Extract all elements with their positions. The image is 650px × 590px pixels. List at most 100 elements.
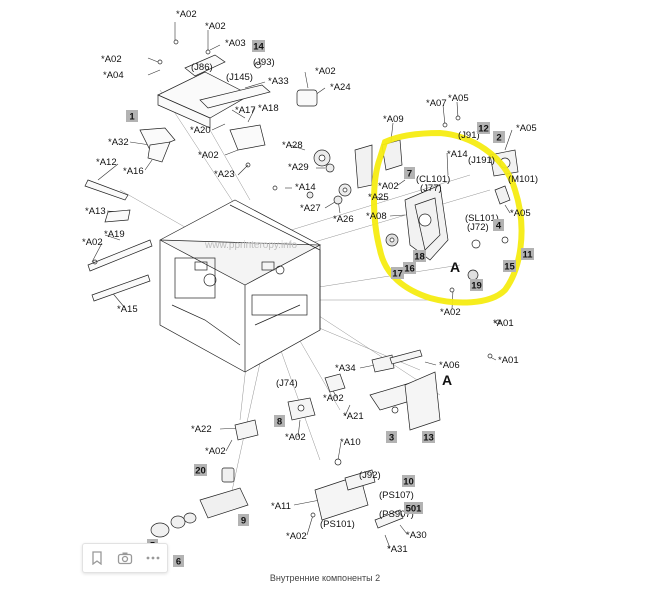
highlight-circle — [371, 129, 525, 306]
part-label-a28: *A28 — [282, 140, 303, 151]
callout-number-c20: 20 — [195, 466, 206, 477]
part-label-a02_9: *A02 — [323, 393, 344, 404]
part-label-a05_2: *A05 — [516, 123, 537, 134]
part-label-a02_12: *A02 — [286, 531, 307, 542]
part-label-a26: *A26 — [333, 214, 354, 225]
callout-number-c1: 1 — [129, 112, 135, 123]
part-label-a09: *A09 — [383, 114, 404, 125]
part-label-a06: *A06 — [439, 360, 460, 371]
part-label-bigA1: A — [450, 259, 460, 275]
part-label-a05_3: *A05 — [510, 208, 531, 219]
callout-box-c18 — [413, 250, 426, 262]
bookmark-icon[interactable] — [88, 549, 106, 567]
part-label-ps107: (PS107) — [379, 490, 414, 501]
callout-c10: 10 — [402, 475, 415, 488]
callout-number-c13: 13 — [423, 433, 434, 444]
part-label-a14_2: *A14 — [447, 149, 468, 160]
callout-c18: 18 — [413, 250, 426, 263]
part-label-a30: *A30 — [406, 530, 427, 541]
callout-c3: 3 — [386, 431, 397, 444]
callout-c501: 501 — [404, 502, 423, 515]
callout-number-c8: 8 — [277, 417, 282, 428]
part-label-a02_10: *A02 — [205, 446, 226, 457]
part-label-j74: (J74) — [276, 378, 298, 389]
part-label-a13: *A13 — [85, 206, 106, 217]
callout-box-c3 — [386, 431, 397, 443]
callout-box-c2 — [493, 131, 505, 143]
part-label-a15: *A15 — [117, 304, 138, 315]
watermark: www.pprinteropy.info — [204, 240, 298, 251]
part-label-a23: *A23 — [214, 169, 235, 180]
printer-frame — [159, 199, 322, 373]
part-label-a10: *A10 — [340, 437, 361, 448]
part-label-a02_5: *A02 — [198, 150, 219, 161]
part-label-j93: (J93) — [253, 57, 275, 68]
callout-c4: 4 — [493, 219, 504, 232]
camera-icon[interactable] — [116, 549, 134, 567]
lower-center-parts — [234, 397, 404, 529]
callout-box-c17 — [391, 267, 404, 279]
part-label-a29: *A29 — [288, 162, 309, 173]
callout-box-c11 — [521, 248, 534, 260]
callout-number-c6: 6 — [176, 557, 181, 568]
callout-number-c7: 7 — [407, 169, 412, 180]
part-label-a02_8: *A02 — [440, 307, 461, 318]
part-label-cl101: (CL101) — [416, 174, 450, 185]
part-label-a24: *A24 — [330, 82, 351, 93]
callout-number-c18: 18 — [414, 252, 425, 263]
part-label-a17: *A17 — [235, 105, 256, 116]
part-label-a32: *A32 — [108, 137, 129, 148]
part-label-j92: (J92) — [359, 470, 381, 481]
callout-c20: 20 — [194, 464, 207, 477]
callout-box-c13 — [422, 431, 435, 443]
part-label-a27: *A27 — [300, 203, 321, 214]
callout-box-c501 — [404, 502, 423, 514]
top-cover-parts — [157, 39, 318, 129]
callout-number-c17: 17 — [392, 269, 403, 280]
part-label-a12: *A12 — [96, 157, 117, 168]
callout-c14: 14 — [252, 40, 265, 53]
callout-box-c14 — [252, 40, 265, 52]
part-label-a18: *A18 — [258, 103, 279, 114]
part-label-a33: *A33 — [268, 76, 289, 87]
part-label-j191: (J191) — [468, 155, 495, 166]
part-label-a07: *A07 — [426, 98, 447, 109]
callout-number-c10: 10 — [403, 477, 414, 488]
callout-box-c4 — [493, 219, 504, 231]
part-label-j77: (J77) — [420, 183, 442, 194]
part-label-m101: (M101) — [508, 174, 538, 185]
part-label-a05_1: *A05 — [448, 93, 469, 104]
part-label-a02_1: *A02 — [176, 9, 197, 20]
callout-number-c9: 9 — [241, 516, 246, 527]
callout-box-c6 — [173, 555, 184, 567]
callout-c15: 15 — [503, 260, 516, 273]
gear-parts — [306, 149, 352, 205]
callout-c6: 6 — [173, 555, 184, 568]
callout-box-c1 — [126, 110, 138, 122]
figure-caption: Внутренние компоненты 2 — [269, 573, 381, 583]
more-icon[interactable] — [144, 549, 162, 567]
callout-c16: 16 — [403, 262, 416, 275]
callout-box-c19 — [470, 279, 483, 291]
callout-number-c501: 501 — [406, 504, 423, 515]
part-label-a02_3: *A02 — [101, 54, 122, 65]
part-label-a25: *A25 — [368, 192, 389, 203]
left-side-parts — [84, 124, 278, 302]
callout-number-c12: 12 — [478, 124, 489, 135]
part-label-a03: *A03 — [225, 38, 246, 49]
callout-c2: 2 — [493, 131, 505, 144]
part-label-a20: *A20 — [190, 125, 211, 136]
part-label-sl101: (SL101) — [465, 213, 499, 224]
part-label-a01_1: *A01 — [493, 318, 514, 329]
part-label-a02_6: *A02 — [82, 237, 103, 248]
callout-number-c16: 16 — [404, 264, 415, 275]
part-label-a04: *A04 — [103, 70, 124, 81]
callout-number-c14: 14 — [253, 42, 264, 53]
callout-boxes: 1411227411151618171931382091050156 — [126, 40, 534, 568]
part-label-j86: (J86) — [191, 62, 213, 73]
callout-box-c10 — [402, 475, 415, 487]
callout-c9: 9 — [238, 514, 249, 527]
callout-c8: 8 — [274, 415, 285, 428]
part-label-ps101: (PS101) — [320, 519, 355, 530]
